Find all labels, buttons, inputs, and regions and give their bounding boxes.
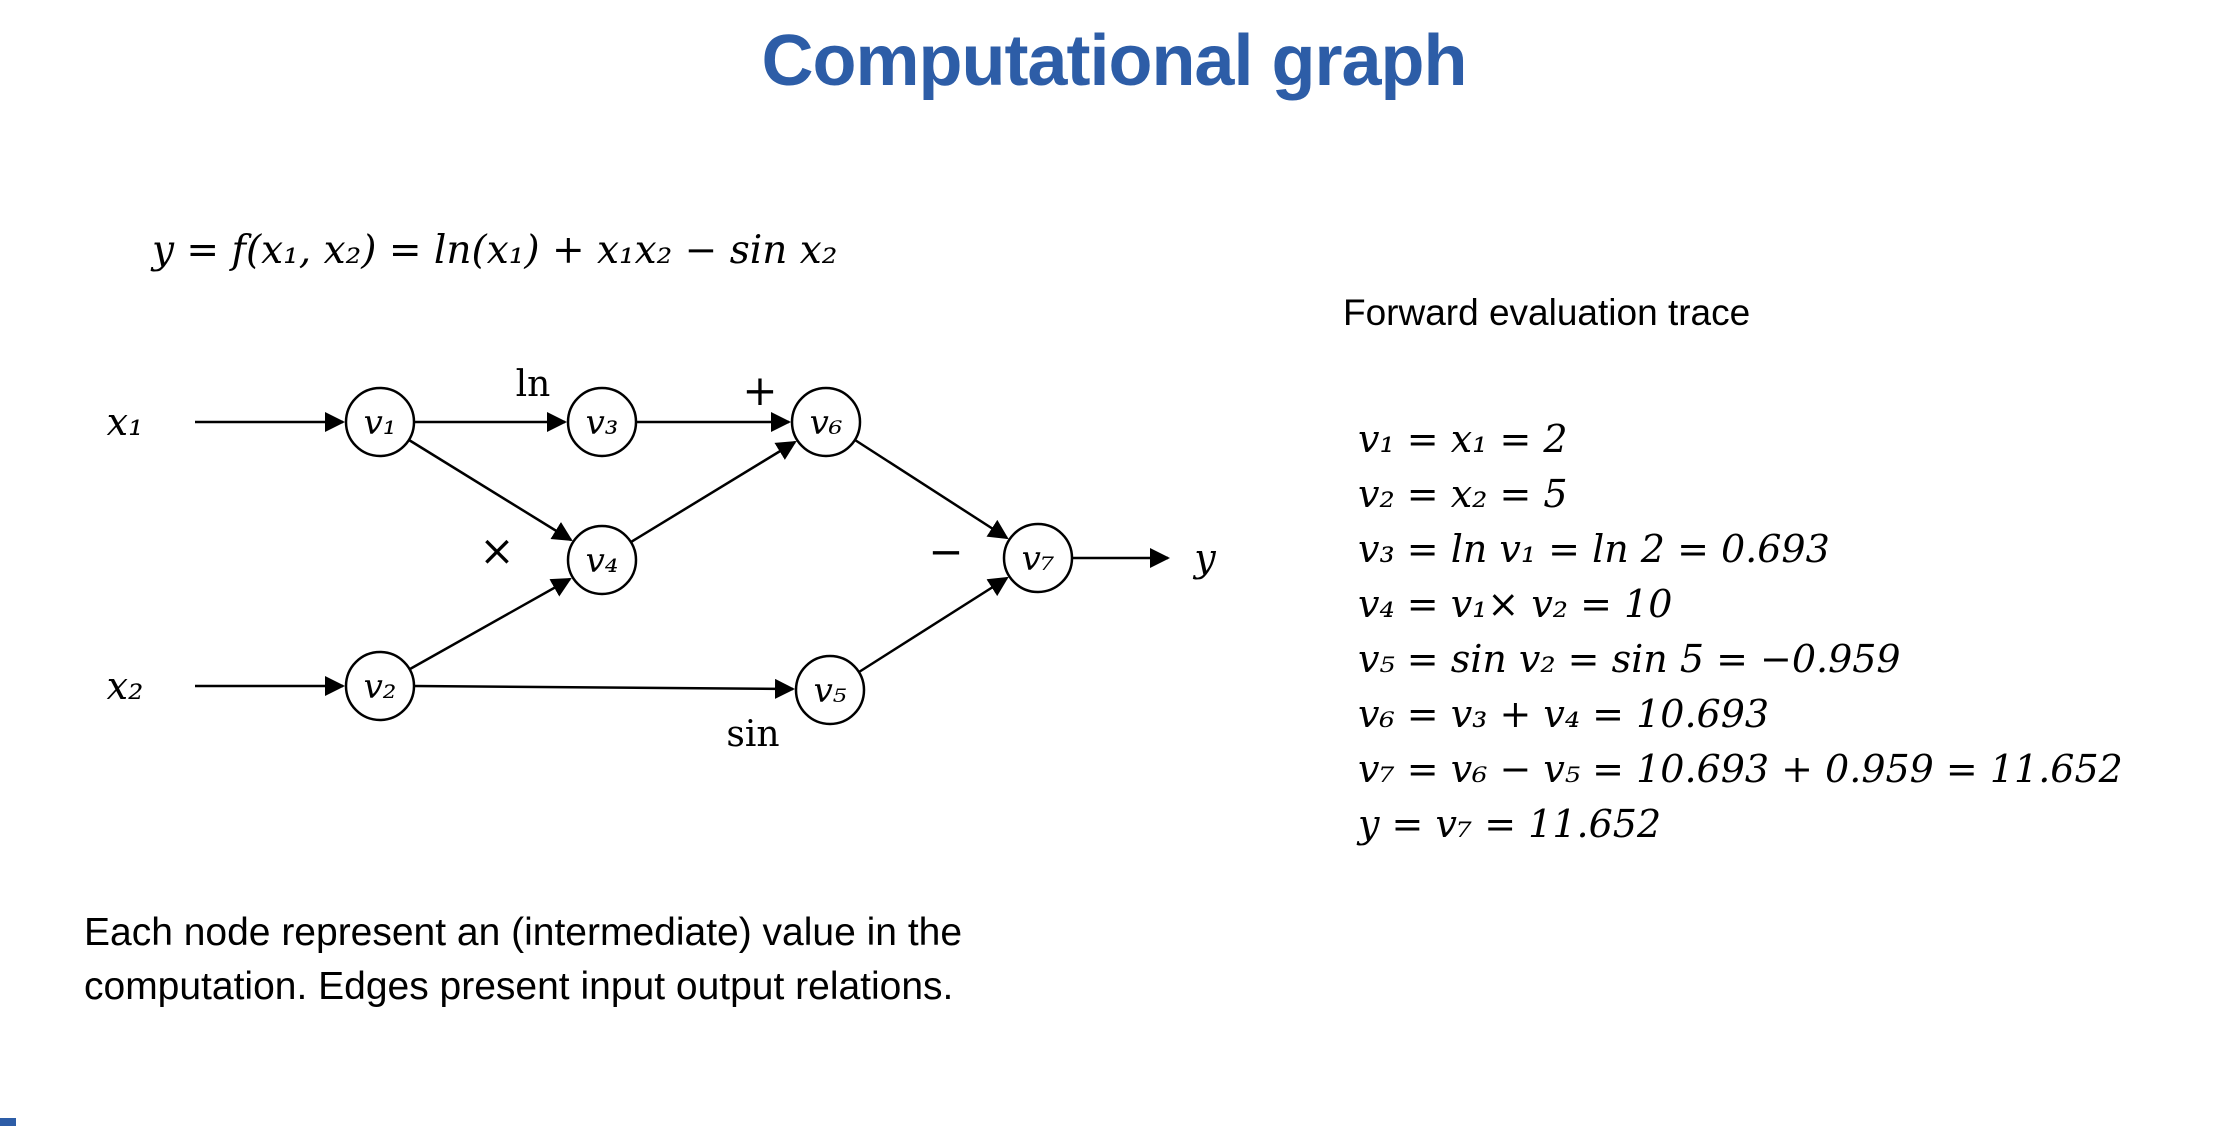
output-y-label: y (1192, 536, 1216, 580)
op-sin-label: sin (726, 714, 779, 755)
edge-v4-to-v6 (630, 440, 797, 544)
node-v5 (794, 654, 866, 726)
node-v1-label: v₁ (364, 403, 397, 443)
input-x1-label: x₁ (107, 400, 144, 444)
node-v3 (566, 386, 638, 458)
slide-accent-mark (0, 1118, 16, 1126)
edge-v2-to-v4 (409, 577, 572, 671)
op-minus-label: − (928, 527, 963, 576)
node-v7 (1002, 522, 1074, 594)
graph-nodes: v₁ v₂ v₃ v₄ v₅ v₆ v₇ (344, 386, 1074, 726)
node-v3-label: v₃ (586, 403, 619, 443)
trace-line-v6: v₆ = v₃ + v₄ = 10.693 (1358, 692, 1770, 736)
trace-line-v4: v₄ = v₁× v₂ = 10 (1358, 582, 1673, 626)
op-times-label: × (479, 526, 514, 575)
op-plus-label: + (742, 366, 777, 415)
forward-evaluation-trace: v₁ = x₁ = 2 v₂ = x₂ = 5 v₃ = ln v₁ = ln … (1358, 412, 2123, 852)
node-v6-label: v₆ (810, 403, 843, 443)
trace-line-v3: v₃ = ln v₁ = ln 2 = 0.693 (1358, 527, 1830, 571)
edge-v2-to-v5 (413, 678, 795, 699)
node-v1 (344, 386, 416, 458)
trace-line-v1: v₁ = x₁ = 2 (1358, 417, 1568, 461)
node-v4 (566, 524, 638, 596)
node-v2 (344, 650, 416, 722)
node-v7-label: v₇ (1022, 539, 1055, 579)
function-formula: y = f(x₁, x₂) = ln(x₁) + x₁x₂ − sin x₂ (152, 228, 838, 273)
trace-line-y: y = v₇ = 11.652 (1358, 802, 1662, 846)
edge-v5-to-v7 (858, 576, 1009, 674)
caption-line-2: computation. Edges present input output … (84, 965, 954, 1008)
trace-line-v7: v₇ = v₆ − v₅ = 10.693 + 0.959 = 11.652 (1358, 747, 2123, 791)
computational-graph-diagram: v₁ v₂ v₃ v₄ v₅ v₆ v₇ x₁ x₂ y ln + × − si… (107, 364, 1217, 755)
node-v4-label: v₄ (586, 541, 619, 581)
caption-line-1: Each node represent an (intermediate) va… (84, 911, 963, 954)
edge-v1-to-v4 (408, 438, 573, 542)
node-v5-label: v₅ (814, 671, 847, 711)
input-x2-label: x₂ (107, 664, 144, 708)
graph-io-labels: x₁ x₂ y (107, 400, 1217, 708)
node-v6 (790, 386, 862, 458)
op-ln-label: ln (516, 364, 551, 405)
edge-v6-to-v7 (854, 438, 1009, 540)
trace-line-v5: v₅ = sin v₂ = sin 5 = −0.959 (1358, 637, 1901, 681)
node-v2-label: v₂ (364, 667, 397, 707)
graph-op-labels: ln + × − sin (479, 364, 963, 755)
graph-edges (195, 412, 1170, 699)
caption: Each node represent an (intermediate) va… (84, 906, 962, 1014)
page-title: Computational graph (761, 21, 1468, 101)
trace-line-v2: v₂ = x₂ = 5 (1358, 472, 1568, 516)
trace-title: Forward evaluation trace (1343, 292, 1751, 333)
